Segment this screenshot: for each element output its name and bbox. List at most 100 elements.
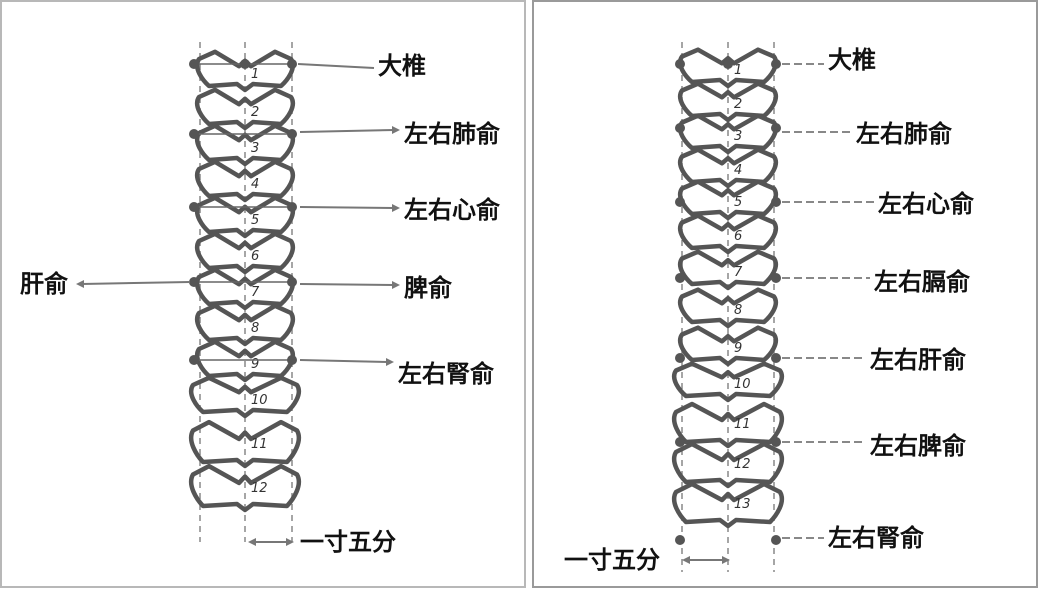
- acupoint-dot: [771, 437, 781, 447]
- vertebra-number: 3: [251, 141, 259, 156]
- acupoint-dot: [771, 353, 781, 363]
- arrow-dazhui: [297, 63, 375, 69]
- vertebra-number: 5: [251, 213, 259, 228]
- acupoint-dot: [287, 129, 297, 139]
- arrow-pishu: [299, 283, 395, 286]
- acupoint-dot: [771, 273, 781, 283]
- acupoint-dot: [189, 355, 199, 365]
- vertebra: [671, 361, 785, 403]
- acupoint-dot: [675, 535, 685, 545]
- vertebra: [194, 195, 296, 239]
- acupoint-dot: [771, 197, 781, 207]
- acupoint-dot: [287, 59, 297, 69]
- vertebra-number: 9: [251, 357, 259, 372]
- vertebra: [188, 375, 302, 419]
- vertebra: [194, 123, 296, 167]
- vertebra: [188, 463, 302, 513]
- label-ganshu: 肝俞: [20, 269, 68, 298]
- arrowhead: [386, 358, 394, 366]
- arrow-ganshu: [81, 281, 191, 285]
- vertebra: [671, 481, 785, 529]
- vertebra-number: 13: [734, 497, 751, 512]
- acupoint-dot: [771, 535, 781, 545]
- label-ganshu: 左右肝俞: [870, 345, 966, 374]
- vertebra: [194, 267, 296, 311]
- arrowhead: [392, 281, 400, 289]
- label-shenshu: 左右腎俞: [398, 359, 494, 388]
- label-pishu: 左右脾俞: [870, 431, 966, 460]
- label-pishu: 脾俞: [404, 273, 452, 302]
- vertebra: [194, 159, 296, 203]
- vertebra: [671, 441, 785, 489]
- vertebra-number: 8: [251, 321, 259, 336]
- vertebra-number: 2: [251, 105, 259, 120]
- acupoint-dot: [287, 202, 297, 212]
- vertebra-number: 6: [734, 229, 742, 244]
- vertebra: [677, 113, 779, 155]
- vertebra: [194, 87, 296, 131]
- vertebra: [677, 287, 779, 329]
- vertebra-number: 6: [251, 249, 259, 264]
- vertebra: [677, 213, 779, 255]
- vertebra: [194, 231, 296, 275]
- vertebra: [677, 249, 779, 291]
- label-feishu: 左右肺俞: [404, 119, 500, 148]
- acupoint-dot: [189, 202, 199, 212]
- acupoint-dot: [675, 437, 685, 447]
- vertebra-number: 9: [734, 341, 742, 356]
- acupoint-dot: [189, 277, 199, 287]
- vertebra: [194, 49, 296, 93]
- dazhui-dot: [723, 59, 733, 69]
- arrow-shenshu: [299, 359, 389, 363]
- vertebra-number: 1: [734, 63, 742, 78]
- vertebra-number: 7: [734, 265, 743, 280]
- acupoint-dot: [675, 197, 685, 207]
- label-xinshu: 左右心俞: [404, 195, 500, 224]
- vertebra-number: 1: [251, 67, 259, 82]
- arrowhead: [392, 204, 400, 212]
- vertebra-number: 12: [734, 457, 751, 472]
- dazhui-dot: [240, 59, 250, 69]
- vertebra-number: 12: [251, 481, 268, 496]
- vertebra-number: 10: [734, 377, 751, 392]
- vertebra-number: 3: [734, 129, 742, 144]
- label-xinshu: 左右心俞: [878, 189, 974, 218]
- arrow-xinshu: [299, 206, 395, 209]
- label-feishu: 左右肺俞: [856, 119, 952, 148]
- arrowhead: [682, 556, 690, 564]
- acupoint-dot: [771, 123, 781, 133]
- vertebra: [194, 303, 296, 347]
- label-dazhui: 大椎: [828, 45, 876, 74]
- label-dazhui: 大椎: [378, 51, 426, 80]
- arrowhead: [248, 538, 256, 546]
- vertebra-number: 4: [251, 177, 259, 192]
- arrowhead: [722, 556, 730, 564]
- acupoint-dot: [189, 59, 199, 69]
- vertebra-number: 5: [734, 195, 742, 210]
- vertebra: [677, 325, 779, 367]
- label-measure: 一寸五分: [564, 545, 660, 574]
- vertebra-number: 8: [734, 303, 742, 318]
- vertebra-number: 10: [251, 393, 268, 408]
- vertebra: [188, 419, 302, 469]
- arrow-feishu: [299, 129, 395, 133]
- arrowhead: [392, 126, 400, 134]
- label-geshu: 左右膈俞: [874, 267, 970, 296]
- vertebra-number: 11: [251, 437, 268, 452]
- acupoint-dot: [189, 129, 199, 139]
- vertebra: [671, 401, 785, 449]
- vertebra-number: 2: [734, 97, 742, 112]
- label-shenshu: 左右腎俞: [828, 523, 924, 552]
- acupoint-dot: [675, 59, 685, 69]
- acupoint-dot: [675, 353, 685, 363]
- acupoint-dot: [675, 123, 685, 133]
- acupoint-dot: [287, 355, 297, 365]
- arrowhead: [286, 538, 294, 546]
- vertebra-number: 11: [734, 417, 751, 432]
- acupoint-dot: [675, 273, 685, 283]
- acupoint-dot: [287, 277, 297, 287]
